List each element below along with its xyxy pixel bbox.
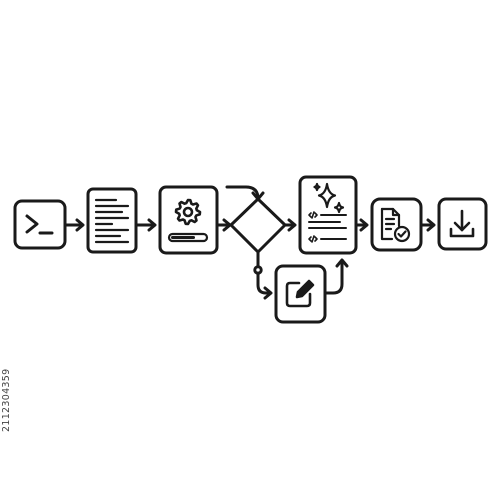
- arrow-loop-into-decision: [225, 185, 265, 201]
- download-node: [437, 197, 488, 251]
- gear-icon: [174, 198, 202, 226]
- document-node: [86, 187, 138, 254]
- document-checkmark-icon: [380, 207, 411, 243]
- arrow-decision-to-edit: [253, 250, 273, 300]
- arrow-verified-to-download: [419, 218, 436, 232]
- arrow-ai-document-to-verified: [354, 218, 369, 232]
- sparkle-icon: [313, 182, 345, 214]
- arrow-settings-to-decision: [215, 218, 232, 232]
- pencil-edit-icon: [285, 279, 315, 308]
- ai-code-document-node: [298, 175, 358, 255]
- progress-bar-icon: [167, 232, 209, 243]
- settings-progress-node: [158, 185, 219, 255]
- verified-document-node: [370, 197, 423, 252]
- text-document-icon: [94, 198, 130, 244]
- code-lines-icon: [308, 214, 347, 240]
- terminal-node: [13, 199, 67, 250]
- arrow-edit-to-ai-document: [323, 258, 349, 295]
- decision-node: [229, 197, 287, 254]
- terminal-prompt-icon: [25, 214, 54, 235]
- edit-node: [274, 264, 327, 324]
- connectors: [63, 185, 436, 300]
- arrow-terminal-to-document: [63, 218, 85, 232]
- code-icon: [308, 211, 318, 243]
- download-tray-icon: [449, 209, 475, 238]
- arrow-document-to-settings: [134, 218, 157, 232]
